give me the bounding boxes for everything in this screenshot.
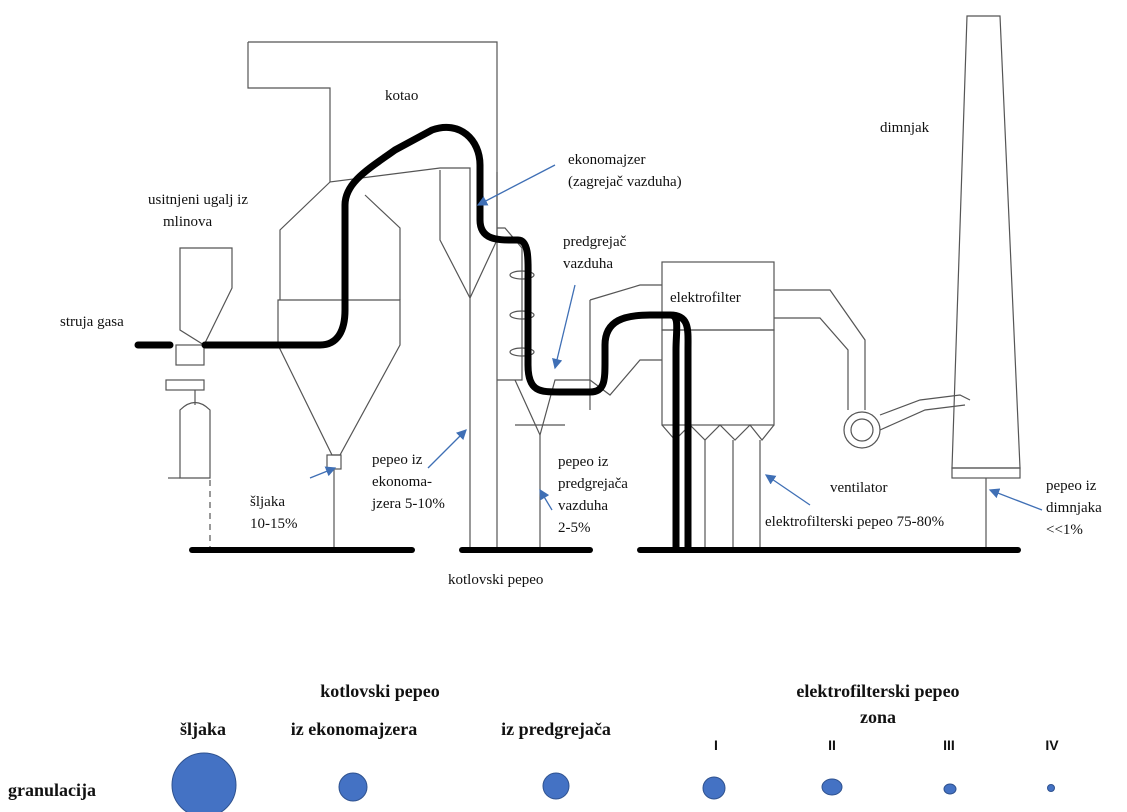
- label-ugalj-2: mlinova: [163, 214, 213, 230]
- legend-kotlovski-header: kotlovski pepeo: [320, 681, 440, 701]
- gas-flow-line: [134, 123, 692, 552]
- label-kotao: kotao: [385, 88, 418, 104]
- legend-ef-header: elektrofilterski pepeo: [796, 681, 959, 701]
- granulation-legend: kotlovski pepeo elektrofilterski pepeo z…: [8, 681, 1059, 812]
- legend-col-ek: iz ekonomajzera: [291, 719, 417, 739]
- arrow-ekonomajzer: [476, 164, 556, 206]
- label-pepeo-dim-2: dimnjaka: [1046, 500, 1102, 516]
- label-pepeo-pr-1: pepeo iz: [558, 454, 609, 470]
- legend-zone-III: III: [943, 737, 955, 753]
- legend-col-pr: iz predgrejača: [501, 719, 611, 739]
- label-pepeo-ek-3: jzera 5-10%: [371, 496, 445, 512]
- particle-zone-III: [943, 783, 957, 795]
- label-pepeo-ek-2: ekonoma-: [372, 474, 432, 490]
- electrofilter: [589, 261, 866, 548]
- label-ekonomajzer-2: (zagrejač vazduha): [568, 174, 682, 190]
- fan: [843, 394, 971, 449]
- label-pepeo-ek-1: pepeo iz: [372, 452, 423, 468]
- label-predgrejac-2: vazduha: [563, 256, 613, 272]
- arrow-dimnjak: [988, 488, 1043, 511]
- particle-zone-IV: [1047, 784, 1055, 792]
- label-dimnjak: dimnjak: [880, 120, 930, 136]
- boiler: [247, 41, 498, 548]
- label-ekonomajzer-1: ekonomajzer: [568, 152, 645, 168]
- arrow-sljaka: [309, 466, 337, 479]
- label-predgrejac-1: predgrejač: [563, 234, 627, 250]
- particle-zone-II: [821, 778, 843, 796]
- particle-zone-I: [702, 776, 726, 800]
- arrow-pepeo-ek: [427, 429, 467, 469]
- legend-col-sljaka: šljaka: [180, 719, 226, 739]
- particle-sljaka: [171, 752, 237, 812]
- legend-zona: zona: [860, 707, 896, 727]
- label-pepeo-pr-4: 2-5%: [558, 520, 591, 536]
- label-elektrofilter: elektrofilter: [670, 290, 741, 306]
- legend-zone-I: I: [714, 737, 718, 753]
- arrow-pepeo-pr: [539, 488, 553, 511]
- legend-row-label: granulacija: [8, 780, 96, 800]
- label-struja-gasa: struja gasa: [60, 314, 124, 330]
- chimney: [951, 15, 1021, 548]
- label-sljaka-1: šljaka: [250, 494, 285, 510]
- label-pepeo-dim-3: <<1%: [1046, 522, 1083, 538]
- label-pepeo-dim-1: pepeo iz: [1046, 478, 1097, 494]
- coal-feeder: [165, 247, 233, 550]
- label-pepeo-pr-3: vazduha: [558, 498, 608, 514]
- label-ventilator: ventilator: [830, 480, 887, 496]
- label-ef-pepeo: elektrofilterski pepeo 75-80%: [765, 514, 944, 530]
- label-sljaka-2: 10-15%: [250, 516, 298, 532]
- label-kotlovski: kotlovski pepeo: [448, 572, 543, 588]
- legend-zone-II: II: [828, 737, 836, 753]
- arrow-ef-pepeo: [764, 474, 811, 506]
- label-pepeo-pr-2: predgrejača: [558, 476, 628, 492]
- label-ugalj-1: usitnjeni ugalj iz: [148, 192, 248, 208]
- particle-ekonomajzer: [338, 772, 368, 802]
- annotation-arrows: [309, 164, 1043, 511]
- legend-zone-IV: IV: [1045, 737, 1059, 753]
- arrow-predgrejac: [552, 284, 576, 370]
- particle-predgrejac: [542, 772, 570, 800]
